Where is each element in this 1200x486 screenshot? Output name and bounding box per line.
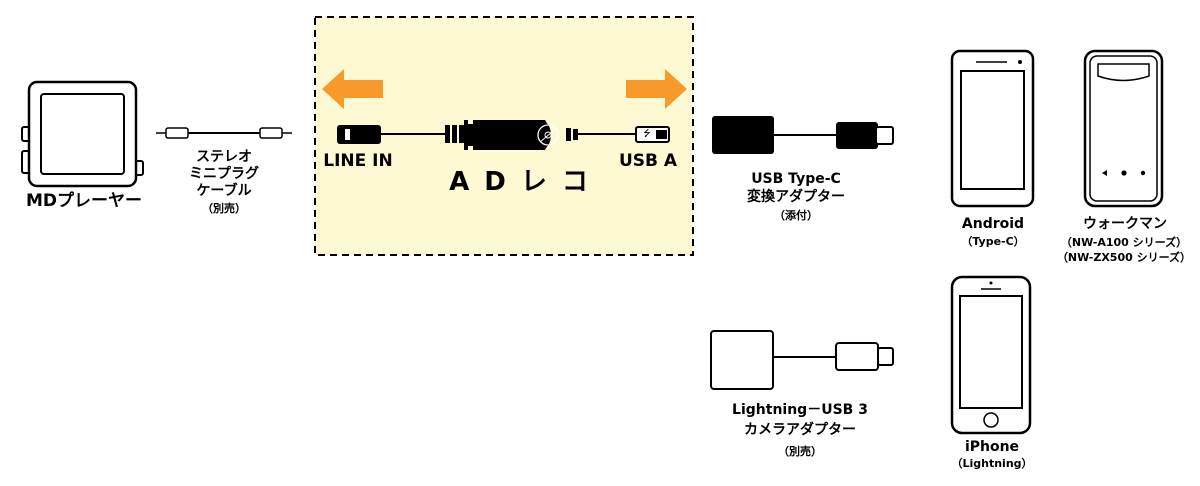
android-phone-icon [950,49,1035,208]
iphone-note: （Lightning） [951,457,1033,470]
stereo-cable-label-2: ミニプラグ [189,166,259,182]
usb-type-c-adapter-icon [712,116,894,154]
stereo-cable-label-3: ケーブル [196,183,252,199]
md-player-label: MDプレーヤー [25,191,143,211]
walkman-model-1: （NW-A100 シリーズ） [1060,236,1188,249]
stereo-cable-label-1: ステレオ [196,149,252,165]
md-player-icon [21,80,144,188]
left-arrow-icon [322,69,383,109]
lightning-adapter-note: （別売） [778,445,822,458]
usb-a-label: USB A [618,151,678,171]
walkman-icon [1083,49,1164,208]
line-in-label: LINE IN [323,151,393,171]
adreco-logo: A D レ コ [449,167,591,197]
iphone-icon [950,275,1032,435]
type-c-adapter-note: （添付） [774,209,818,222]
android-note: （Type-C） [961,235,1025,248]
android-label: Android [961,216,1025,232]
adreco-device-icon [337,120,670,150]
lightning-camera-adapter-icon [710,330,894,390]
right-arrow-icon [626,69,687,109]
stereo-cable-note: （別売） [202,202,246,215]
lightning-adapter-label-2: カメラアダプター [744,422,856,438]
lightning-adapter-label-1: Lightning－USB 3 [732,402,868,418]
usb-symbol-icon: ⭍ [643,129,651,139]
type-c-adapter-label-2: 変換アダプター [747,189,845,205]
iphone-label: iPhone [964,439,1020,455]
walkman-model-2: （NW-ZX500 シリーズ） [1056,251,1192,264]
walkman-label: ウォークマン [1083,216,1167,232]
stereo-mini-plug-cable-icon [156,127,292,139]
type-c-adapter-label-1: USB Type-C [751,171,841,187]
